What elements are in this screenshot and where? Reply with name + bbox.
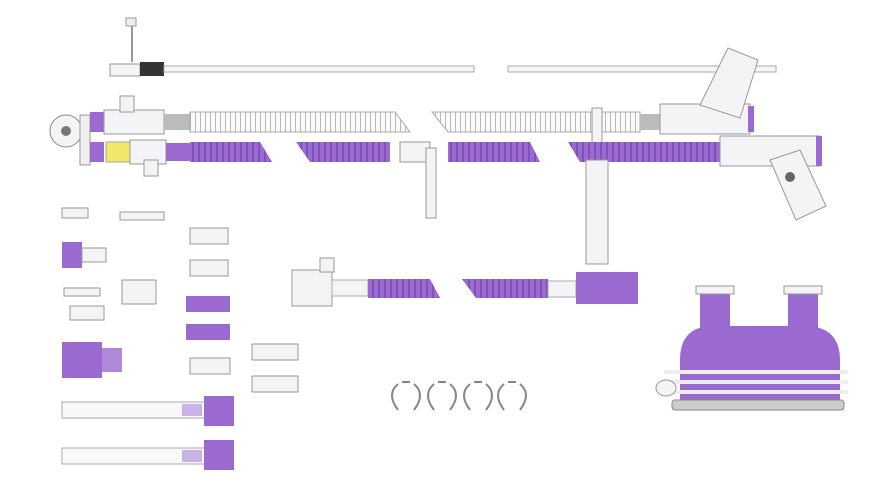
humidifier-chamber xyxy=(655,285,848,411)
temperature-probe xyxy=(109,17,777,77)
expiratory-tube xyxy=(90,139,720,265)
connectors xyxy=(61,207,299,393)
y-piece xyxy=(659,47,827,221)
tube-clips xyxy=(391,381,527,411)
short-tube xyxy=(291,257,638,307)
inspiratory-tube xyxy=(90,95,664,159)
heater-connector xyxy=(49,114,91,166)
long-tubes xyxy=(61,396,234,470)
